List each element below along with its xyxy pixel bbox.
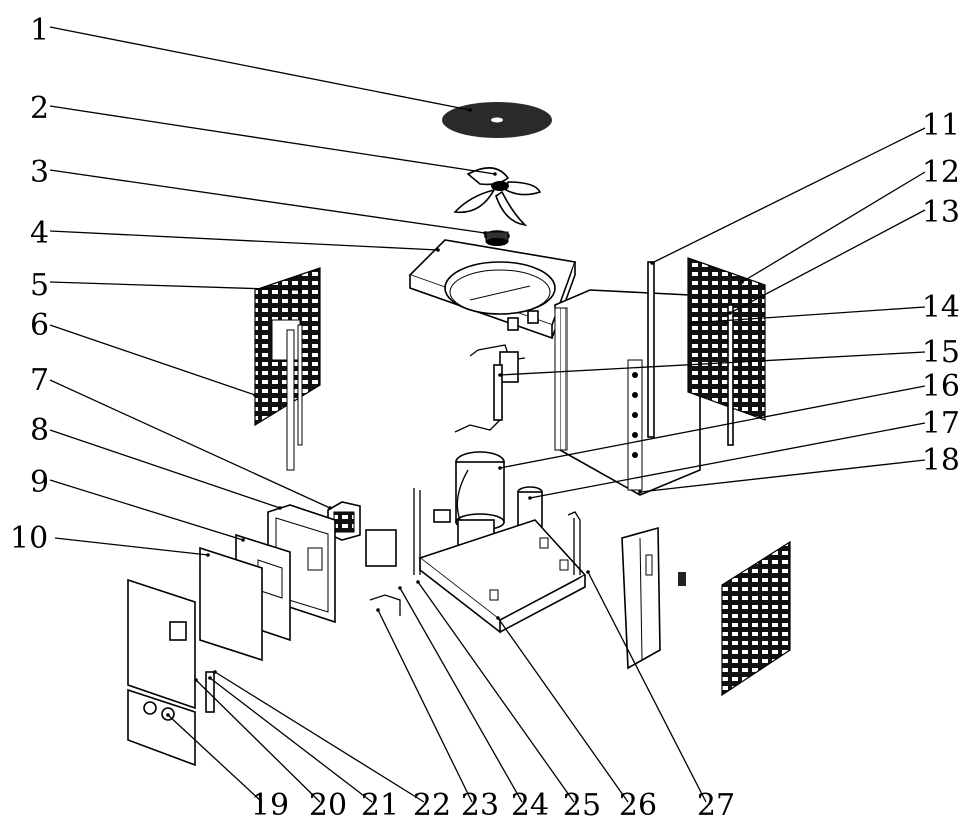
leader-dot-6	[253, 393, 257, 397]
callout-label-27: 27	[697, 788, 735, 823]
leader-line-4	[49, 230, 439, 251]
leader-dot-11	[650, 261, 654, 265]
callout-label-12: 12	[922, 155, 960, 190]
callout-label-5: 5	[30, 268, 49, 303]
part-right-panel	[621, 526, 686, 670]
leader-dot-20	[194, 678, 198, 682]
part-fan-blade	[453, 167, 542, 227]
leader-dot-1	[468, 108, 472, 112]
leader-line-12	[741, 171, 926, 283]
callout-label-22: 22	[413, 788, 451, 823]
leader-dot-13	[728, 311, 732, 315]
callout-label-23: 23	[461, 788, 499, 823]
leader-line-19	[167, 714, 263, 803]
callout-label-21: 21	[361, 788, 399, 823]
part-top-panel	[408, 239, 577, 340]
leader-line-3	[49, 169, 486, 234]
part-fan-motor	[484, 230, 510, 246]
leader-dot-23	[376, 608, 380, 612]
part-right-grille	[721, 540, 791, 697]
leader-dot-8	[278, 506, 282, 510]
leader-dot-12	[740, 280, 744, 284]
callout-label-7: 7	[30, 363, 49, 398]
leader-line-23	[377, 609, 473, 803]
leader-dot-19	[166, 713, 170, 717]
leader-dot-5	[298, 288, 302, 292]
callout-label-11: 11	[922, 108, 960, 143]
leader-dot-14	[688, 321, 692, 325]
callout-label-14: 14	[922, 290, 960, 325]
callout-label-3: 3	[30, 155, 49, 190]
part-left-grille	[254, 267, 321, 471]
leader-dot-16	[498, 466, 502, 470]
leader-dot-18	[638, 490, 642, 494]
leader-dot-17	[528, 496, 532, 500]
leader-line-22	[214, 671, 425, 803]
callout-label-4: 4	[30, 216, 49, 251]
callout-label-19: 19	[251, 788, 289, 823]
leader-line-24	[399, 587, 523, 803]
callout-label-25: 25	[563, 788, 601, 823]
leader-line-2	[49, 105, 496, 175]
part-condenser-coil	[554, 261, 701, 496]
callout-label-2: 2	[30, 91, 49, 126]
part-pipe-bracket	[567, 511, 581, 575]
leader-line-5	[49, 281, 301, 291]
part-front-panel	[127, 578, 215, 767]
leader-line-9	[49, 479, 244, 541]
leader-dot-2	[493, 172, 497, 176]
leader-dot-26	[496, 616, 500, 620]
leader-line-20	[195, 679, 321, 803]
callout-label-1: 1	[30, 13, 49, 48]
leader-line-27	[587, 571, 707, 803]
leader-line-25	[417, 581, 575, 803]
leader-line-10	[54, 537, 209, 556]
leader-dot-3	[483, 231, 487, 235]
part-four-way-valve	[469, 344, 526, 421]
callout-label-9: 9	[30, 465, 49, 500]
leader-line-26	[497, 617, 629, 803]
leader-dot-25	[416, 580, 420, 584]
leader-line-15	[499, 351, 926, 376]
callout-label-24: 24	[511, 788, 549, 823]
leader-line-18	[639, 459, 926, 493]
leader-line-11	[651, 127, 926, 264]
callout-label-13: 13	[922, 195, 960, 230]
leader-dot-15	[498, 373, 502, 377]
part-rear-grille	[687, 257, 766, 446]
leader-dot-21	[208, 676, 212, 680]
callout-label-20: 20	[309, 788, 347, 823]
leader-line-17	[529, 422, 926, 499]
leader-line-21	[209, 677, 373, 803]
callout-label-16: 16	[922, 369, 960, 404]
part-base-tray	[418, 519, 587, 634]
leader-dot-22	[213, 670, 217, 674]
leader-line-8	[49, 429, 281, 509]
leader-dot-7	[328, 506, 332, 510]
callout-label-10: 10	[10, 521, 48, 556]
callout-label-18: 18	[922, 443, 960, 478]
leader-line-13	[729, 209, 926, 314]
part-pcb-plate	[199, 546, 263, 662]
leader-line-14	[689, 306, 926, 324]
leader-dot-10	[206, 553, 210, 557]
callout-label-26: 26	[619, 788, 657, 823]
leader-line-6	[49, 324, 256, 396]
callout-label-15: 15	[922, 335, 960, 370]
part-piping	[365, 488, 421, 616]
callout-label-6: 6	[30, 308, 49, 343]
leader-dot-24	[398, 586, 402, 590]
leader-dot-27	[586, 570, 590, 574]
leader-dot-9	[241, 538, 245, 542]
leader-line-7	[49, 379, 331, 509]
callout-label-17: 17	[922, 406, 960, 441]
callout-label-8: 8	[30, 413, 49, 448]
leader-dot-4	[436, 248, 440, 252]
leader-line-1	[49, 26, 471, 111]
part-reactor-box	[327, 501, 361, 541]
leader-line-16	[499, 385, 926, 469]
